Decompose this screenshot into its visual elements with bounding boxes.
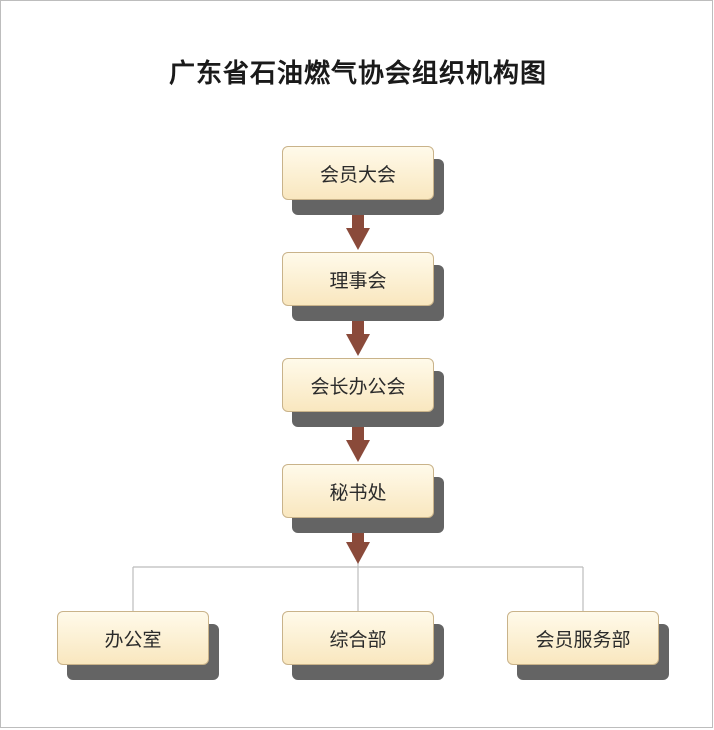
node-general-assembly-label: 会员大会 [319, 163, 396, 186]
node-member-services-department-label: 会员服务部 [535, 628, 631, 651]
node-office-label: 办公室 [104, 628, 162, 651]
node-member-services-department: 会员服务部 [507, 611, 659, 665]
node-president-office-meeting-label: 会长办公会 [310, 375, 406, 398]
node-general-department: 综合部 [282, 611, 434, 665]
node-secretariat-label: 秘书处 [329, 481, 387, 504]
node-president-office-meeting: 会长办公会 [282, 358, 434, 412]
node-general-department-label: 综合部 [329, 628, 387, 651]
node-council-label: 理事会 [329, 269, 387, 292]
node-secretariat: 秘书处 [282, 464, 434, 518]
node-office: 办公室 [57, 611, 209, 665]
diagram-title: 广东省石油燃气协会组织机构图 [168, 59, 547, 89]
node-general-assembly: 会员大会 [282, 146, 434, 200]
node-council: 理事会 [282, 252, 434, 306]
